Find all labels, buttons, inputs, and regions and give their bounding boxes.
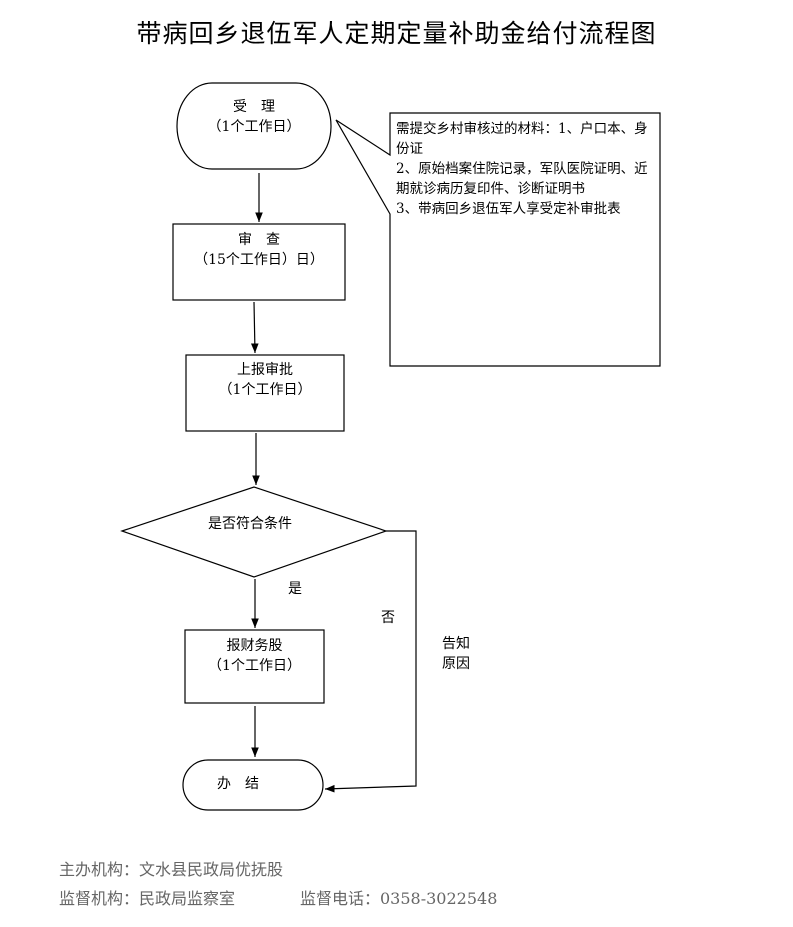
decision-question: 是否符合条件 <box>208 516 292 532</box>
report-name: 上报审批 <box>237 362 293 378</box>
accept-node <box>176 82 332 170</box>
notify-line-1: 告知 <box>442 636 470 652</box>
done-node <box>182 759 324 811</box>
finance-label: 报财务股 （1个工作日） <box>185 636 324 676</box>
materials-callout <box>335 112 661 367</box>
review-node <box>172 223 346 301</box>
materials-line-3: 3、带病回乡退伍军人享受定补审批表 <box>396 201 621 217</box>
materials-line-2: 2、原始档案住院记录，军队医院证明、近期就诊病历复印件、诊断证明书 <box>396 161 648 197</box>
accept-label: 受 理 （1个工作日） <box>177 97 331 137</box>
notify-line-2: 原因 <box>442 656 470 672</box>
finance-duration: （1个工作日） <box>208 658 301 674</box>
report-label: 上报审批 （1个工作日） <box>186 360 344 400</box>
review-label: 审 查 （15个工作日）日） <box>173 230 345 270</box>
decision-yes-label: 是 <box>288 581 302 597</box>
page-title: 带病回乡退伍军人定期定量补助金给付流程图 <box>136 19 657 48</box>
notify-reason-label: 告知 原因 <box>442 634 470 674</box>
footer-host: 主办机构：文水县民政局优抚股 <box>59 860 284 879</box>
arrow-decision-no-done <box>324 530 417 793</box>
materials-note: 需提交乡村审核过的材料：1、户口本、身份证 2、原始档案住院记录，军队医院证明、… <box>396 119 658 219</box>
accept-duration: （1个工作日） <box>207 119 301 135</box>
footer-supervisor: 监督机构：民政局监察室 <box>59 889 236 908</box>
report-node <box>185 354 345 432</box>
finance-node <box>184 629 325 704</box>
decision-no-label: 否 <box>381 610 395 626</box>
report-duration: （1个工作日） <box>218 382 312 398</box>
materials-line-1: 需提交乡村审核过的材料：1、户口本、身份证 <box>396 121 648 157</box>
review-duration: （15个工作日）日） <box>194 252 324 268</box>
done-label: 办 结 <box>217 776 259 792</box>
finance-name: 报财务股 <box>226 638 283 654</box>
arrow-review-report <box>250 301 259 354</box>
review-name: 审 查 <box>238 232 280 248</box>
accept-name: 受 理 <box>233 99 275 115</box>
footer-phone: 监督电话：0358-3022548 <box>300 889 498 908</box>
